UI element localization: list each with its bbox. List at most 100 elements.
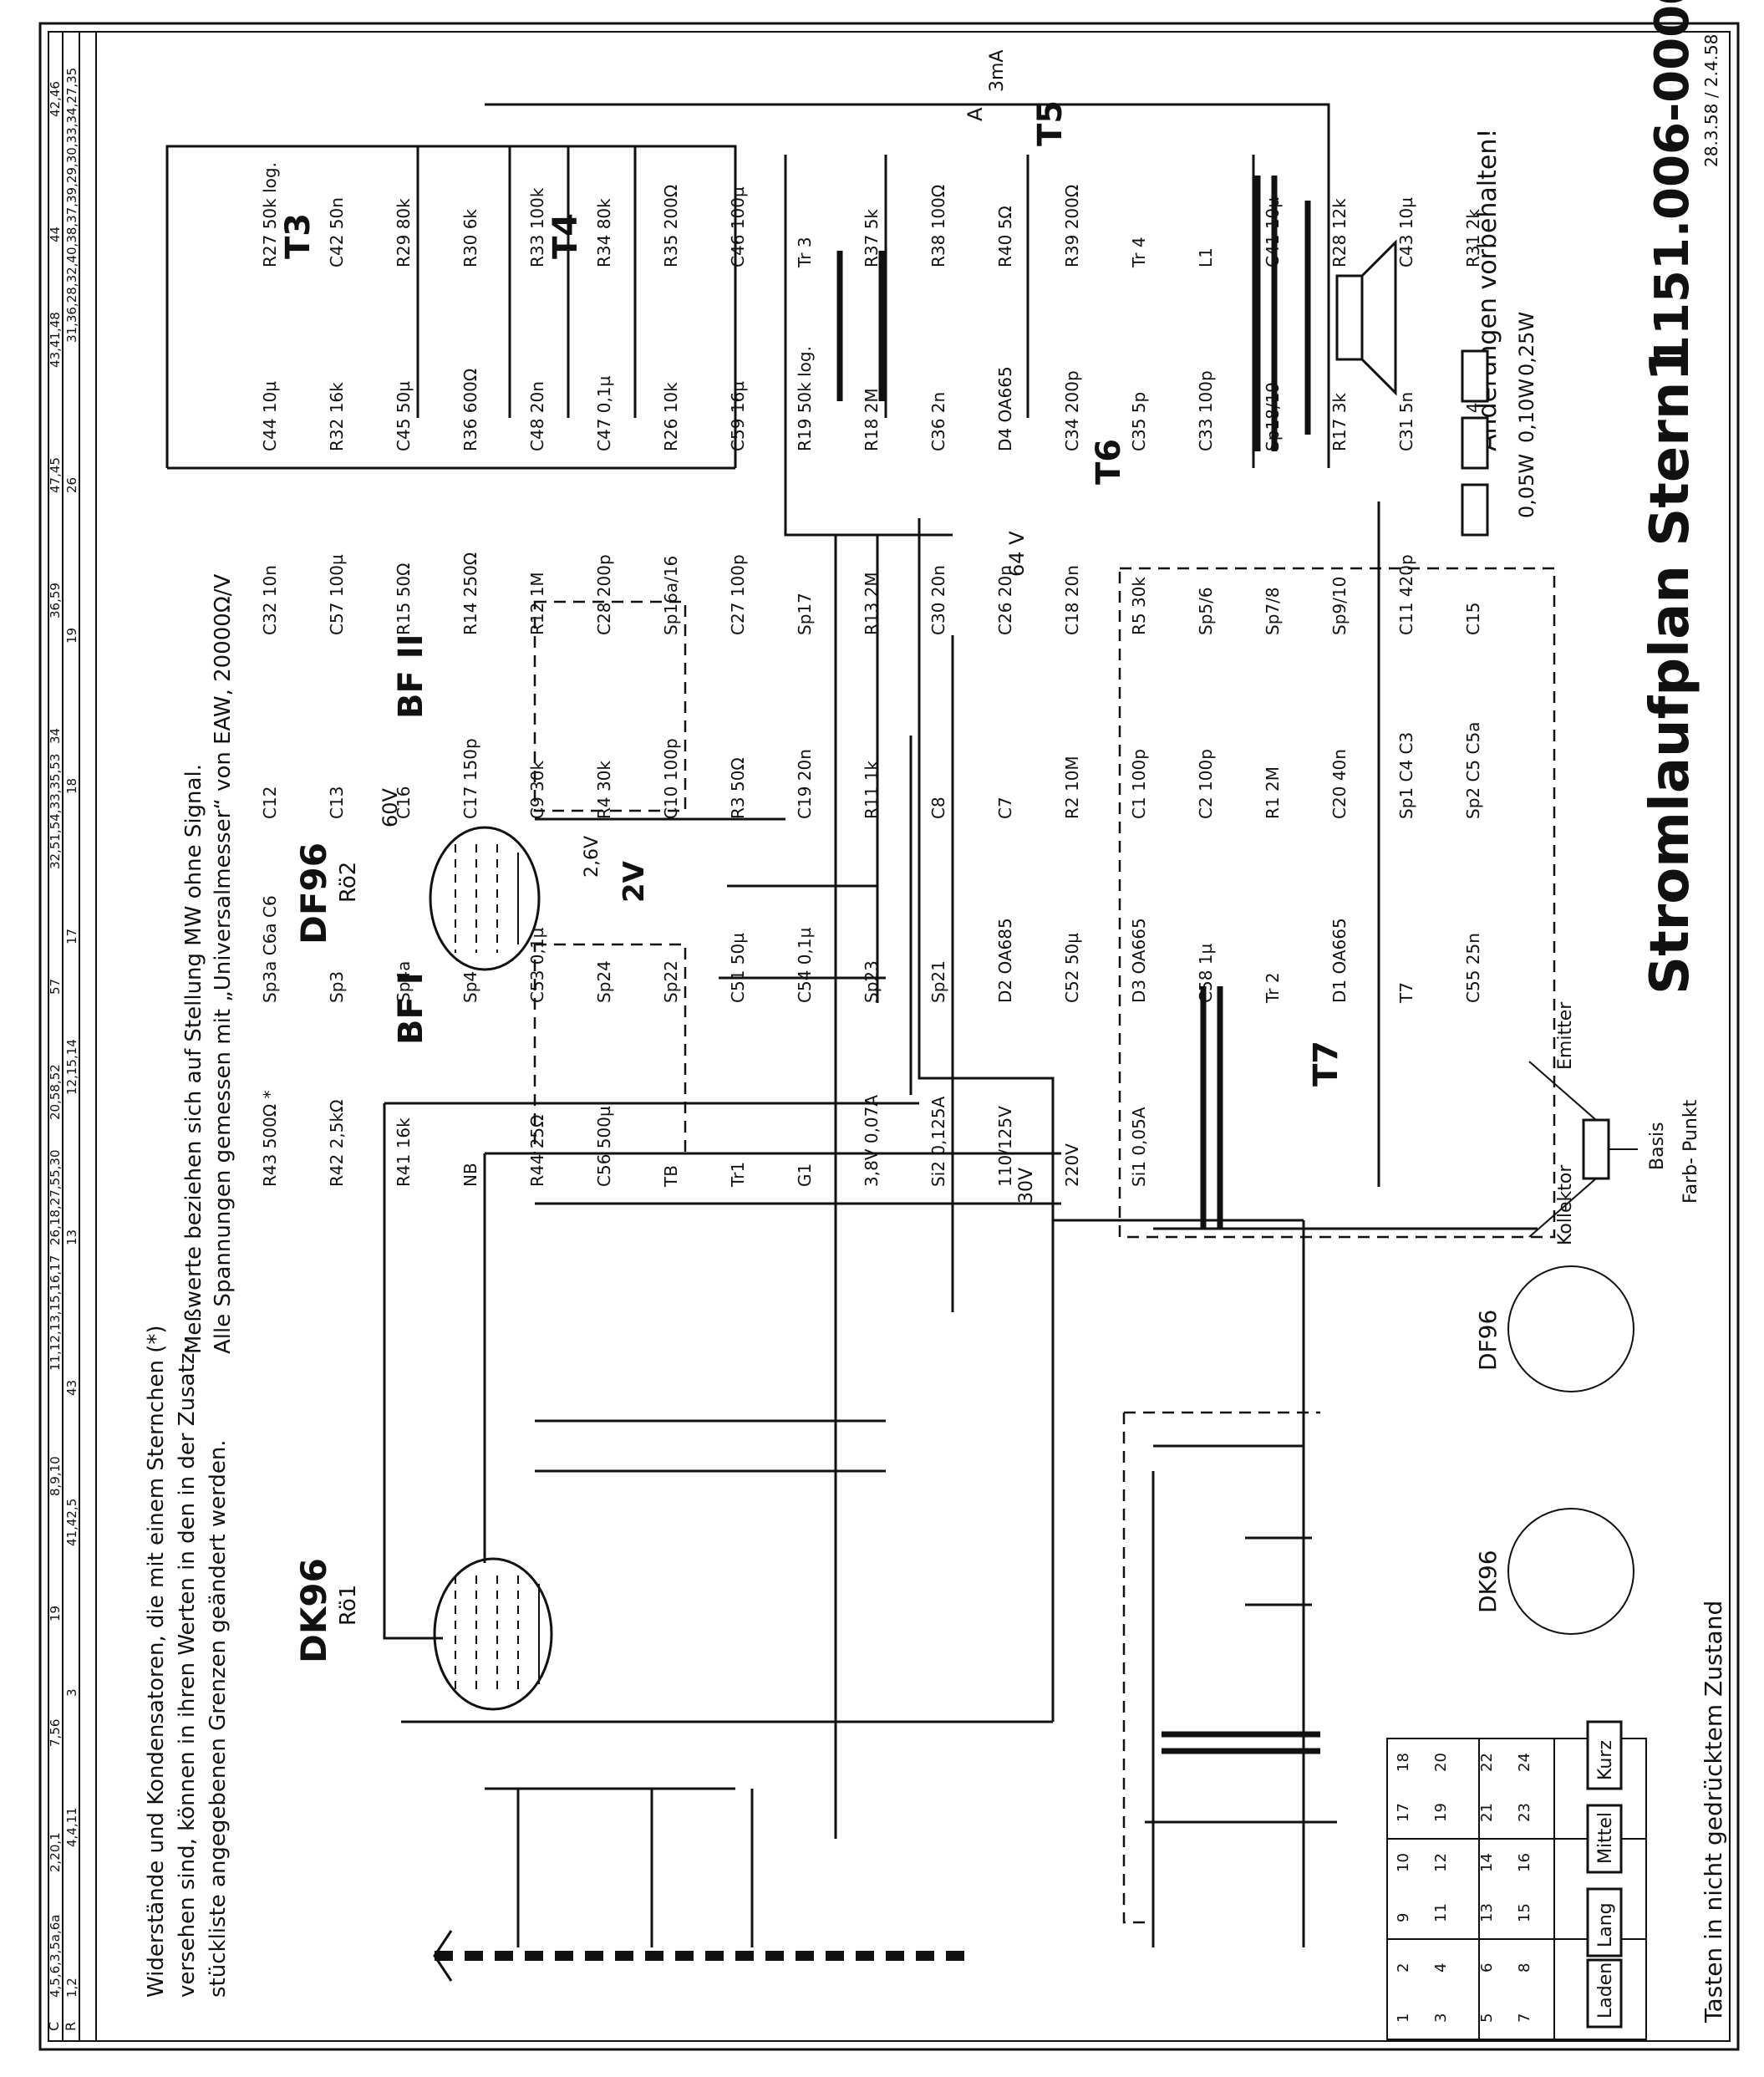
strip-c-cell: 2,20,1 xyxy=(48,1832,63,1872)
strip-r-cell: 19 xyxy=(64,628,79,644)
component-label: R42 2,5kΩ xyxy=(327,1100,347,1187)
component-label: C51 50µ xyxy=(728,933,748,1003)
dk96-base-title: DK96 xyxy=(1474,1550,1502,1613)
component-label: R27 50k log. xyxy=(260,162,280,267)
test-point-a: A xyxy=(963,107,987,121)
component-label: R43 500Ω * xyxy=(260,1090,280,1187)
tube-name-df96: DF96 xyxy=(293,843,334,944)
component-label: C27 100p xyxy=(728,554,748,635)
component-label: Tr 3 xyxy=(795,237,815,268)
strip-r-cell: 17 xyxy=(64,929,79,944)
resistor-rating-legend: 0,05W 0,10W 0,25W xyxy=(1461,312,1538,537)
stage-label-bf1: BF I xyxy=(392,972,430,1045)
component-label: R39 200Ω xyxy=(1062,185,1082,267)
current-3ma: 3mA xyxy=(987,50,1008,92)
component-label: Sp4 xyxy=(460,971,480,1003)
buttons-note: Tasten in nicht gedrücktem Zustand xyxy=(1700,1601,1727,2024)
component-label: R44 25Ω xyxy=(527,1115,547,1187)
power-supply-box xyxy=(1118,567,1556,1239)
switch-contact-number: 16 xyxy=(1516,1853,1533,1872)
switch-contact-number: 21 xyxy=(1478,1803,1496,1822)
component-label: R15 50Ω xyxy=(394,563,414,635)
transistor-t7: T7 xyxy=(1307,1041,1345,1087)
component-label: C41 10µ xyxy=(1263,197,1283,267)
component-label: 220V xyxy=(1062,1143,1082,1187)
switch-contact-number: 22 xyxy=(1478,1753,1496,1772)
tube-dk96 xyxy=(433,1557,553,1711)
component-label: C9 30k xyxy=(527,761,547,819)
strip-c-cell: 7,56 xyxy=(48,1719,63,1747)
rating-0-05w: 0,05W xyxy=(1515,454,1538,518)
component-label: Si1 0,05A xyxy=(1129,1107,1149,1187)
component-label: R29 80k xyxy=(394,198,414,267)
strip-r-cell: 43 xyxy=(64,1380,79,1396)
switch-button-kurz: Kurz xyxy=(1595,1740,1616,1780)
component-label: C33 100p xyxy=(1196,370,1216,451)
component-label: R17 3k xyxy=(1329,393,1350,451)
strip-r-cell: 41,42,5 xyxy=(64,1499,79,1546)
transistor-t5: T5 xyxy=(1031,100,1070,146)
component-label: R34 80k xyxy=(594,198,614,267)
component-label: C32 10n xyxy=(260,565,280,635)
strip-row-label-c: C xyxy=(46,2022,62,2031)
component-label: Si2 0,125A xyxy=(928,1096,948,1187)
strip-c-cell: 20,58,52 xyxy=(48,1064,63,1120)
switch-contact-number: 9 xyxy=(1395,1913,1412,1922)
component-label: 110/125V xyxy=(995,1106,1015,1187)
transistor-pinout-legend: Basis Kollektor Emitter Farb- Punkt xyxy=(1528,1001,1701,1245)
component-label: R33 100k xyxy=(527,187,547,267)
switch-contact-number: 15 xyxy=(1516,1903,1533,1922)
component-label: R32 16k xyxy=(327,382,347,451)
component-label: R31 2k xyxy=(1463,209,1483,267)
component-label: C8 xyxy=(928,797,948,819)
strip-r-cell: 13 xyxy=(64,1229,79,1245)
component-label: Sp23 xyxy=(862,960,882,1003)
component-label: C18 20n xyxy=(1062,565,1082,635)
switch-button-laden: Laden xyxy=(1595,1962,1616,2018)
switch-button-lang: Lang xyxy=(1595,1902,1616,1947)
transistor-t4: T4 xyxy=(546,213,585,259)
switch-contact-number: 11 xyxy=(1432,1903,1450,1922)
switch-contact-number: 18 xyxy=(1395,1753,1412,1772)
component-label: C59 16µ xyxy=(728,381,748,451)
component-label: R4 30k xyxy=(594,761,614,819)
switch-contact-number: 19 xyxy=(1432,1803,1450,1822)
pin-kollektor: Kollektor xyxy=(1555,1164,1576,1245)
component-label: C55 25n xyxy=(1463,933,1483,1003)
switch-contact-number: 23 xyxy=(1516,1803,1533,1822)
component-label: C13 xyxy=(327,787,347,819)
transistor-t3: T3 xyxy=(279,213,318,259)
strip-r-cell: 4,4,11 xyxy=(64,1807,79,1847)
switch-contact-number: 3 xyxy=(1432,2013,1450,2023)
strip-r-cell: 31,36,28,32,40,38,37,39,29,30,33,34,27,3… xyxy=(64,68,79,343)
tube-ref-df96: Rö2 xyxy=(336,862,361,903)
component-label: Sp2 C5 C5a xyxy=(1463,722,1483,819)
switch-contact-number: 12 xyxy=(1432,1853,1450,1872)
wiring xyxy=(165,103,1538,1947)
strip-c-cell: 34 xyxy=(48,728,63,744)
mains-switch-box xyxy=(1122,1413,1153,1924)
pin-emitter: Emitter xyxy=(1555,1001,1576,1070)
component-label: C31 5n xyxy=(1396,392,1416,451)
component-label: Sp17 xyxy=(795,593,815,635)
component-label: R38 100Ω xyxy=(928,185,948,267)
component-label: R28 12k xyxy=(1329,198,1350,267)
component-label: R37 5k xyxy=(862,209,882,267)
switch-button-frame xyxy=(1586,1720,1623,1790)
note-measurement-1: Meßwerte beziehen sich auf Stellung MW o… xyxy=(181,764,206,1354)
pin-basis: Basis xyxy=(1647,1122,1668,1170)
component-label: R5 30k xyxy=(1129,577,1149,635)
component-label: R35 200Ω xyxy=(661,185,681,267)
strip-r-cell: 12,15,14 xyxy=(64,1039,79,1095)
component-label: C45 50µ xyxy=(394,381,414,451)
component-label: C26 20n xyxy=(995,565,1015,635)
sheet-border xyxy=(38,22,1740,2051)
strip-c-cell: 32,51,54,33,35,53 xyxy=(48,754,63,869)
strip-c-cell: 36,59 xyxy=(48,583,63,619)
switch-contact-number: 6 xyxy=(1478,1963,1496,1973)
component-label: C12 xyxy=(260,787,280,819)
speaker-icon xyxy=(1335,239,1397,396)
component-label: C47 0,1µ xyxy=(594,375,614,451)
strip-r-cell: 26 xyxy=(64,477,79,493)
